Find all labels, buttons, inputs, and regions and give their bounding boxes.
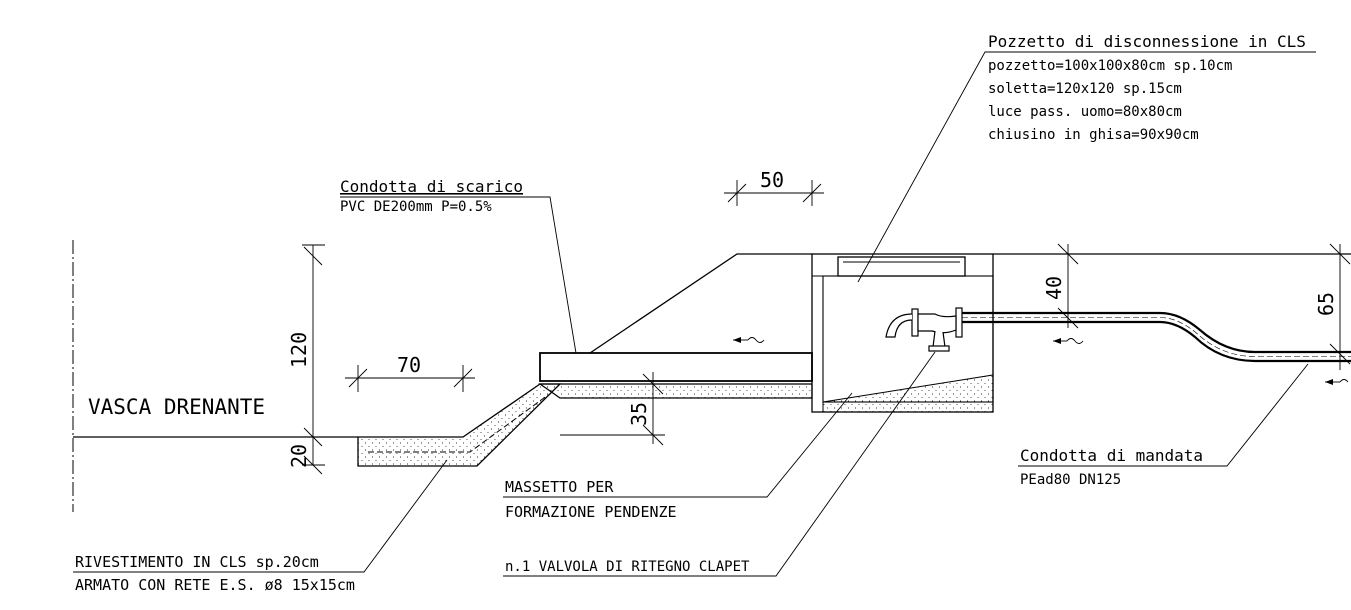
leader-mandata xyxy=(1018,363,1309,467)
dimension-70 xyxy=(345,365,475,392)
flow-arrow-icon xyxy=(733,337,765,343)
dimension-65 xyxy=(1329,243,1351,370)
condotta-scarico-spec: PVC DE200mm P=0.5% xyxy=(340,199,492,215)
leader-rivestimento xyxy=(73,459,448,573)
pozzetto-spec-1: pozzetto=100x100x80cm sp.10cm xyxy=(988,58,1232,74)
dim-20-text: 20 xyxy=(287,444,311,468)
clapet-valve xyxy=(885,307,963,352)
condotta-mandata-spec: PEad80 DN125 xyxy=(1020,472,1121,488)
dim-70-text: 70 xyxy=(397,353,421,377)
dimension-40 xyxy=(1057,243,1079,329)
dimension-50 xyxy=(724,180,824,206)
valvola-label: n.1 VALVOLA DI RITEGNO CLAPET xyxy=(505,559,750,575)
condotta-mandata-title: Condotta di mandata xyxy=(1020,446,1203,465)
condotta-scarico-title: Condotta di scarico xyxy=(340,177,523,196)
leader-valvola xyxy=(503,351,936,577)
flow-arrow-icon xyxy=(1325,379,1349,385)
massetto-label-2: FORMAZIONE PENDENZE xyxy=(505,503,677,521)
delivery-pipe xyxy=(962,311,1351,363)
pozzetto-spec-2: soletta=120x120 sp.15cm xyxy=(988,81,1182,97)
leader-condotta-scarico xyxy=(340,196,577,354)
discharge-pipe xyxy=(539,352,813,382)
pozzetto-spec-3: luce pass. uomo=80x80cm xyxy=(988,104,1182,120)
massetto-label-1: MASSETTO PER xyxy=(505,478,614,496)
embankment-slope xyxy=(589,253,812,354)
leader-pozzetto xyxy=(857,51,1316,283)
massetto-screed xyxy=(538,383,813,399)
dimension-35 xyxy=(560,372,665,446)
dim-120-text: 120 xyxy=(287,332,311,368)
rivestimento-label-2: ARMATO CON RETE E.S. ø8 15x15cm xyxy=(75,576,355,594)
pozzetto-spec-4: chiusino in ghisa=90x90cm xyxy=(988,127,1199,143)
dimension-120 xyxy=(302,244,325,475)
leader-massetto xyxy=(503,392,853,498)
dim-40-text: 40 xyxy=(1042,276,1066,300)
cls-lining xyxy=(357,383,562,467)
pozzetto-floor-screed xyxy=(822,374,994,413)
pozzetto-title: Pozzetto di disconnessione in CLS xyxy=(988,32,1306,51)
dim-65-text: 65 xyxy=(1314,292,1338,316)
rivestimento-label-1: RIVESTIMENTO IN CLS sp.20cm xyxy=(75,553,319,571)
pozzetto xyxy=(811,253,994,413)
vasca-label: VASCA DRENANTE xyxy=(88,395,265,419)
dim-50-text: 50 xyxy=(760,168,784,192)
dim-35-text: 35 xyxy=(627,402,651,426)
flow-arrow-icon xyxy=(1053,338,1084,344)
